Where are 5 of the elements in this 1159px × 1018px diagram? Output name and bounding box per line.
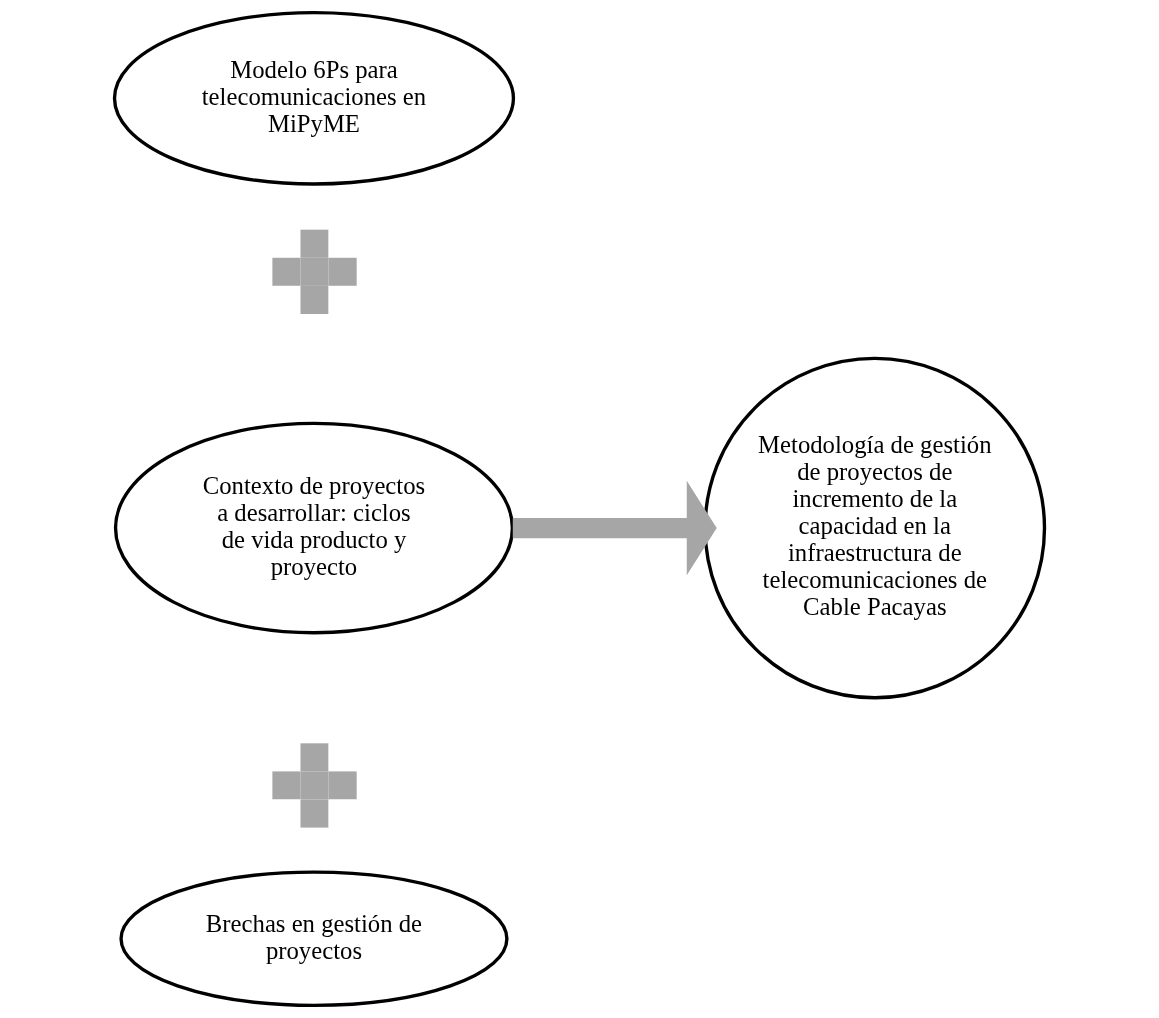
node-ellipse: Contexto de proyectos a desarrollar: ciclos de vida producto y proyecto [113, 421, 515, 635]
arrow [512, 480, 717, 576]
node-ellipse: Brechas en gestión de proyectos [119, 870, 509, 1008]
node-ellipse: Modelo 6Ps para telecomunicaciones en MiPyME [112, 10, 516, 186]
node-circle: Metodología de gestión de proyectos de incremento de la capacidad en la infraestructura de telecomunicaciones de Cable Pacayas [703, 356, 1047, 700]
